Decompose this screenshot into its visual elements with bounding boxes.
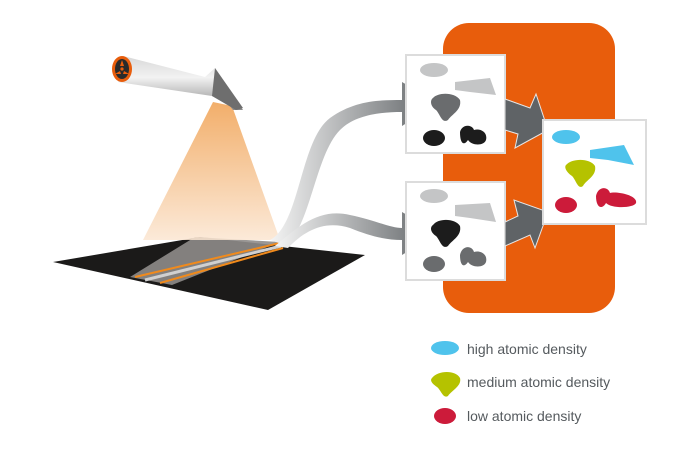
result-box [542, 119, 647, 225]
scan-line [134, 242, 281, 278]
xray-source [112, 56, 243, 110]
scan-box-1 [405, 54, 506, 154]
merge-arrow-lower [504, 199, 549, 250]
scan-box-2 [405, 181, 506, 281]
lower-stream-arrow [275, 212, 438, 255]
xray-beam [143, 102, 280, 240]
legend-swatch-medium [431, 372, 461, 397]
merge-arrow-upper [504, 92, 549, 149]
legend-label-low: low atomic density [467, 408, 582, 424]
legend-swatch-low [434, 408, 456, 424]
legend-label-high: high atomic density [467, 341, 587, 357]
radiation-icon [115, 60, 129, 74]
scan-line [144, 244, 282, 282]
scan-line [159, 247, 284, 284]
conveyor-belt [53, 237, 365, 310]
legend-swatch-high [431, 341, 459, 355]
legend-label-medium: medium atomic density [467, 374, 611, 390]
